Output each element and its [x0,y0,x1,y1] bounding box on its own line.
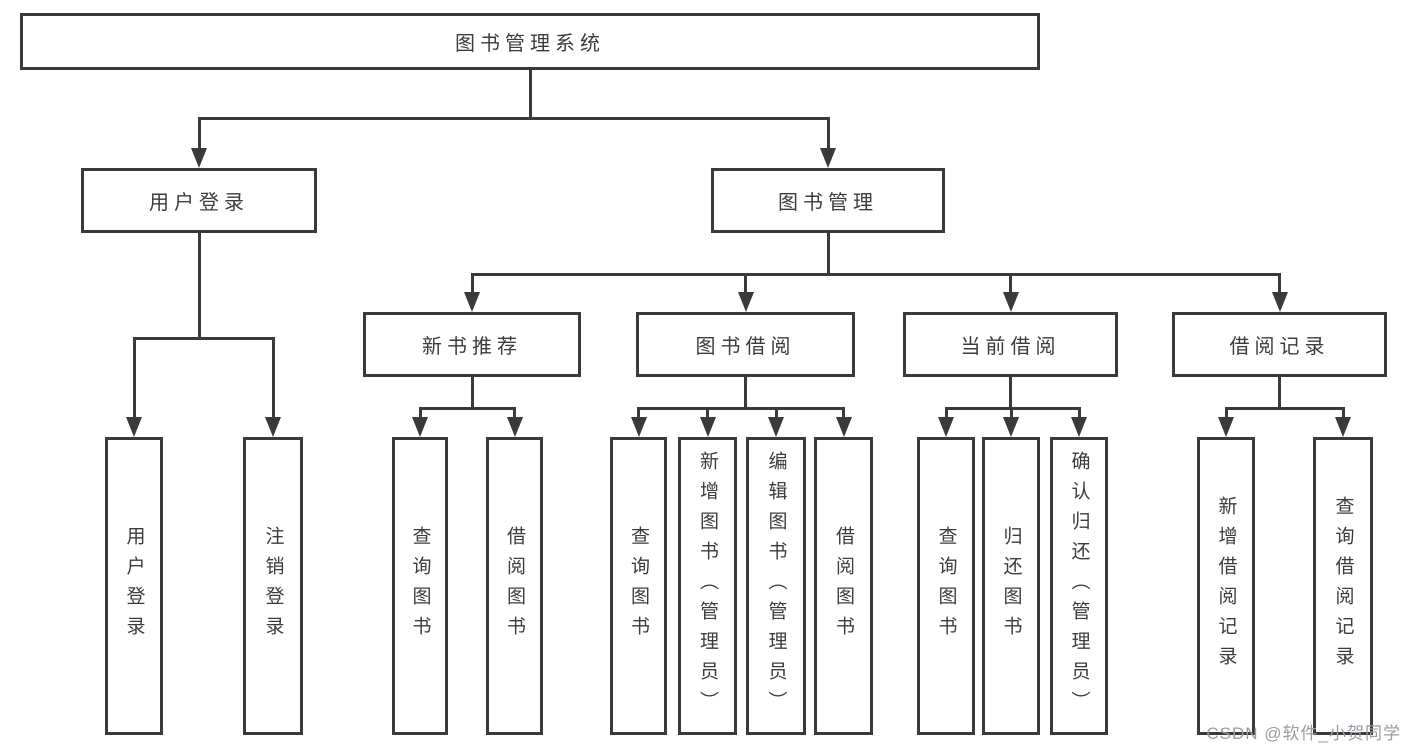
node-label: 查询图书 [628,526,649,646]
arrow-down-icon [774,407,778,417]
node-label: 查询借阅记录 [1332,496,1354,676]
node-current-borrowing: 当前借阅 [903,312,1118,377]
arrow-down-icon [826,117,830,148]
connector-vline [528,70,532,120]
node-return-books: 归还图书 [982,437,1040,735]
node-label: 借阅图书 [504,526,525,646]
connector-vline [470,377,474,410]
node-label: 归还图书 [1000,526,1022,646]
arrow-down-icon [1009,407,1013,417]
connector-hline [132,337,275,340]
node-label: 确认归还（管理员） [1068,451,1090,721]
node-edit-book-admin: 编辑图书（管理员） [746,437,806,735]
connector-vline [826,233,830,276]
connector-hline [197,117,830,120]
arrow-down-icon [1009,273,1012,292]
node-query-books: 查询图书 [917,437,975,735]
node-add-borrow-record: 新增借阅记录 [1197,437,1255,735]
node-library-management-system: 图书管理系统 [20,13,1040,70]
arrow-down-icon [1341,407,1345,417]
node-label: 新书推荐 [422,336,522,358]
node-borrowing-records: 借阅记录 [1172,312,1387,377]
arrow-down-icon [470,273,474,292]
connector-hline [470,273,1281,276]
connector-vline [1278,377,1281,410]
node-book-borrowing: 图书借阅 [636,312,855,377]
node-label: 编辑图书（管理员） [765,451,787,721]
arrow-down-icon [1224,407,1228,417]
node-book-management: 图书管理 [711,168,945,233]
node-label: 图书管理 [778,192,878,214]
node-label: 图书管理系统 [455,33,605,55]
node-label: 用户登录 [149,192,249,214]
node-query-books: 查询图书 [392,437,448,735]
arrow-down-icon [132,337,136,417]
connector-hline [637,407,845,410]
node-label: 当前借阅 [960,336,1061,358]
arrow-down-icon [271,337,275,417]
arrow-down-icon [197,117,201,148]
node-user-login-action: 用户登录 [105,437,163,735]
arrow-down-icon [513,407,516,417]
node-label: 借阅图书 [833,526,854,646]
connector-vline [744,377,747,410]
node-label: 新增图书（管理员） [697,451,718,721]
node-query-books: 查询图书 [610,437,667,735]
connector-vline [197,233,201,340]
node-borrow-books: 借阅图书 [814,437,873,735]
node-logout: 注销登录 [243,437,303,735]
node-confirm-return-admin: 确认归还（管理员） [1050,437,1108,735]
arrow-down-icon [744,273,747,292]
arrow-down-icon [1077,407,1081,417]
arrow-down-icon [637,407,640,417]
node-label: 查询图书 [935,526,957,646]
node-label: 用户登录 [123,526,145,646]
node-borrow-books: 借阅图书 [486,437,543,735]
node-add-book-admin: 新增图书（管理员） [678,437,737,735]
connector-hline [1224,407,1345,410]
arrow-down-icon [418,407,422,417]
connector-hline [418,407,516,410]
arrow-down-icon [842,407,845,417]
node-label: 图书借阅 [695,336,796,358]
node-user-login: 用户登录 [81,168,317,233]
arrow-down-icon [706,407,709,417]
arrow-down-icon [1278,273,1281,292]
node-label: 查询图书 [409,526,431,646]
watermark: CSDN @软件_小贺同学 [1206,724,1401,743]
node-query-borrow-record: 查询借阅记录 [1313,437,1373,735]
connector-hline [944,407,1081,410]
arrow-down-icon [944,407,948,417]
node-label: 新增借阅记录 [1215,496,1237,676]
connector-vline [1009,377,1012,410]
node-label: 借阅记录 [1229,336,1330,358]
node-label: 注销登录 [262,526,284,646]
node-new-book-recommendation: 新书推荐 [363,312,581,377]
